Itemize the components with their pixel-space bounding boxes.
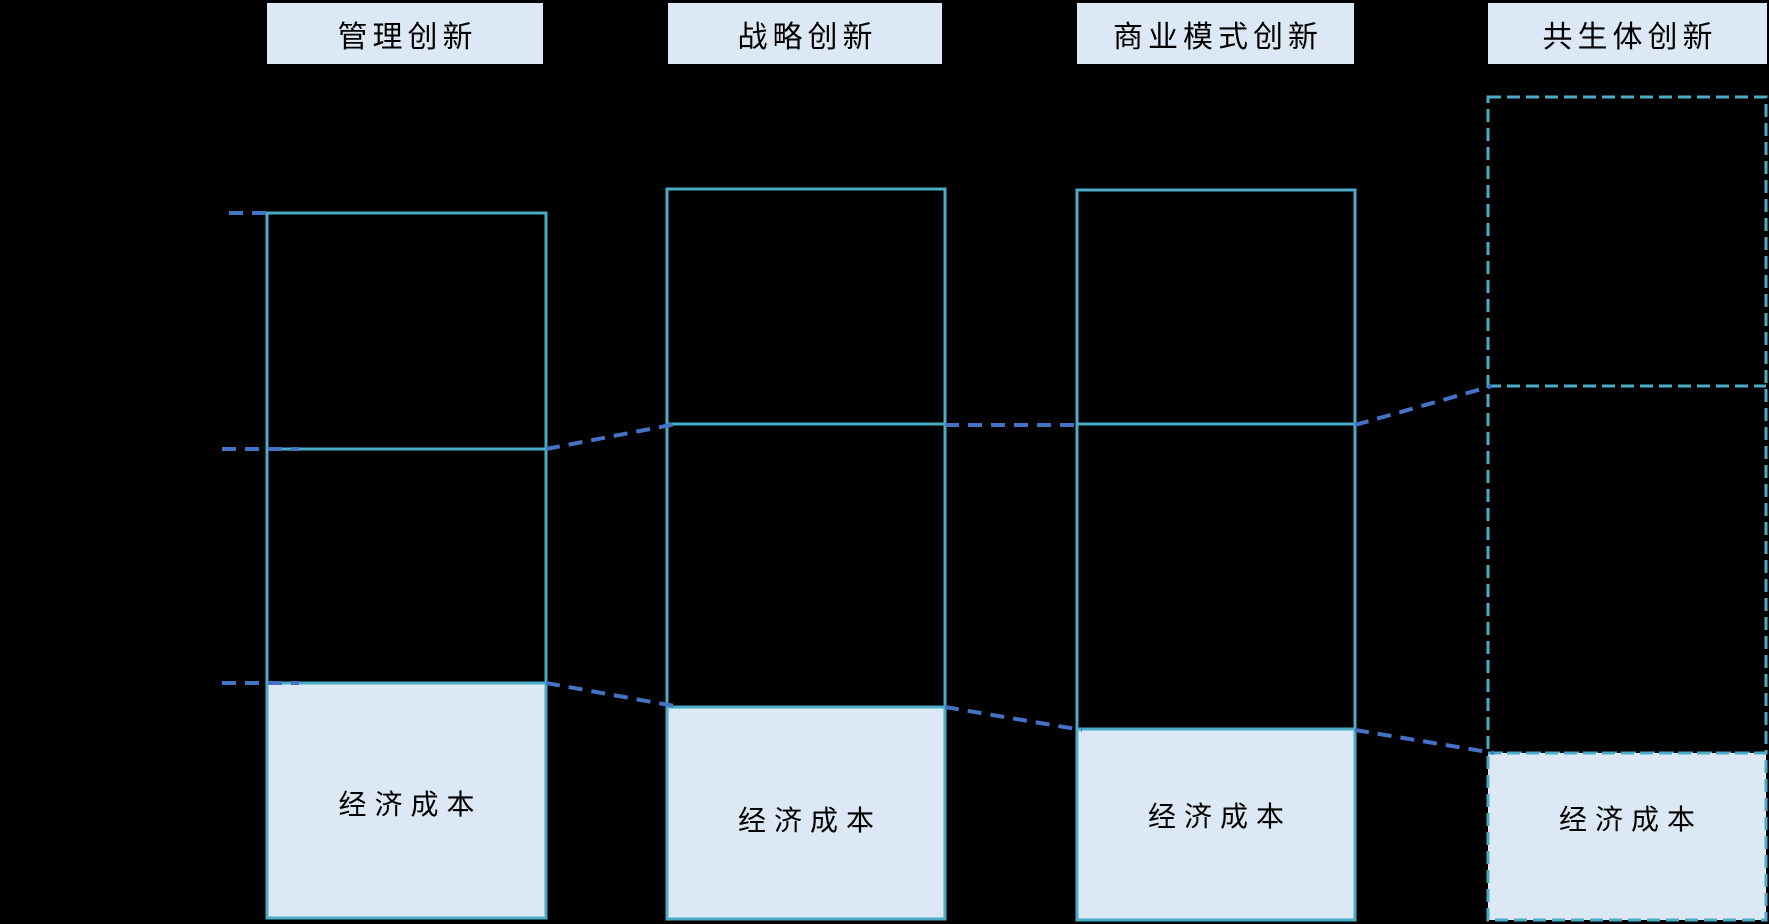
header-business-model: 商业模式创新 xyxy=(1077,3,1354,64)
connector-econ-col1-col2 xyxy=(545,681,681,709)
connector-econ-col3-col4 xyxy=(1354,728,1495,755)
strategy-economic-cost-box xyxy=(665,705,947,921)
symbiosis-economic-cost-label: 经济成本 xyxy=(1558,805,1703,836)
header-management: 管理创新 xyxy=(267,3,543,64)
connector-divider-col1-col2 xyxy=(545,422,677,451)
header-strategy: 战略创新 xyxy=(668,3,942,64)
business-model-upper-box xyxy=(1075,188,1357,731)
business-model-economic-cost-box xyxy=(1075,727,1357,922)
management-economic-cost-label: 经济成本 xyxy=(338,790,483,821)
header-symbiosis-label: 共生体创新 xyxy=(1542,20,1718,54)
header-symbiosis: 共生体创新 xyxy=(1488,3,1767,64)
symbiosis-upper-box xyxy=(1486,95,1768,755)
strategy-economic-cost-label: 经济成本 xyxy=(737,806,882,837)
business-model-economic-cost-label: 经济成本 xyxy=(1147,802,1292,833)
header-management-label: 管理创新 xyxy=(337,20,478,54)
connector-divider-col3-col4 xyxy=(1354,384,1493,427)
symbiosis-economic-cost-box xyxy=(1486,751,1768,922)
connector-econ-col2-col3 xyxy=(944,705,1083,732)
header-strategy-label: 战略创新 xyxy=(737,20,878,54)
header-business-model-label: 商业模式创新 xyxy=(1113,20,1323,54)
strategy-upper-box xyxy=(665,187,947,709)
management-economic-cost-box xyxy=(265,681,548,920)
